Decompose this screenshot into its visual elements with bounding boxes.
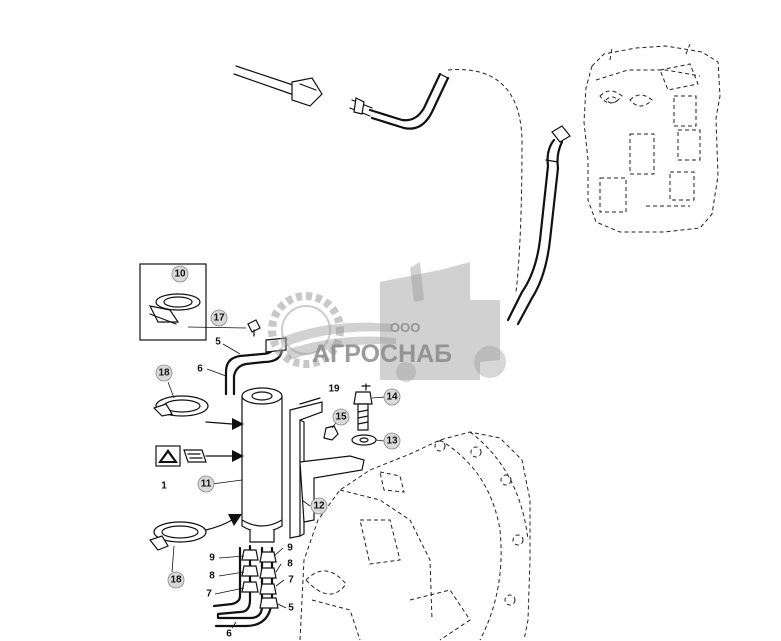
- callout-leaders: [167, 326, 386, 629]
- warning-decals: [155, 445, 207, 467]
- callout-13: 13: [383, 432, 401, 450]
- label-5-upper: 5: [215, 337, 221, 348]
- svg-text:12: 12: [313, 501, 325, 512]
- return-line: [224, 337, 287, 396]
- svg-text:18: 18: [158, 368, 170, 379]
- hose-fitting: [353, 97, 365, 115]
- bolt-head: [353, 391, 373, 405]
- callout-10: 10: [171, 265, 189, 283]
- svg-text:11: 11: [201, 479, 212, 490]
- upper-hydraulic-line: [233, 65, 523, 293]
- svg-text:15: 15: [335, 412, 347, 423]
- callout-11: 11: [197, 475, 215, 493]
- lower-fittings: [212, 544, 279, 628]
- lock-nut: [323, 425, 339, 441]
- filter-canister: [241, 387, 283, 543]
- mounting-bracket: [289, 397, 365, 539]
- callout-17: 17: [210, 309, 228, 327]
- label-1: 1: [161, 481, 167, 492]
- label-19: 19: [328, 384, 340, 395]
- callout-14: 14: [383, 388, 401, 406]
- hose-clamp-upper: [152, 395, 209, 417]
- svg-text:18: 18: [170, 575, 182, 586]
- watermark-name: АГРОСНАБ: [312, 340, 452, 368]
- assembly-arrows: [205, 418, 244, 531]
- callout-18-lower: 18: [167, 571, 185, 589]
- hose-nut: [551, 125, 571, 143]
- label-5-lower: 5: [288, 603, 294, 614]
- svg-text:13: 13: [386, 436, 398, 447]
- hose-clamp-lower: [148, 521, 207, 551]
- callout-12: 12: [310, 497, 328, 515]
- svg-text:17: 17: [213, 313, 225, 324]
- pump-housing: [583, 43, 721, 233]
- svg-text:10: 10: [174, 269, 186, 280]
- label-8-left: 8: [209, 571, 215, 582]
- label-6-lower: 6: [226, 629, 232, 640]
- label-7-left: 7: [206, 589, 212, 600]
- label-9-right: 9: [287, 543, 293, 554]
- label-8-right: 8: [287, 559, 293, 570]
- callout-15: 15: [332, 408, 350, 426]
- small-bolt: [247, 319, 261, 337]
- svg-text:14: 14: [386, 392, 398, 403]
- axle-housing: [299, 431, 531, 641]
- label-6-upper: 6: [197, 364, 203, 375]
- bolt-set: [323, 383, 377, 446]
- label-9-left: 9: [209, 553, 215, 564]
- company-watermark: ООО АГРОСНАБ: [268, 262, 506, 382]
- watermark-prefix: ООО: [390, 320, 420, 335]
- pump-pressure-hose: [506, 125, 571, 326]
- label-7-right: 7: [288, 575, 294, 586]
- callout-18-upper: 18: [155, 364, 173, 382]
- hex-nut: [291, 77, 323, 107]
